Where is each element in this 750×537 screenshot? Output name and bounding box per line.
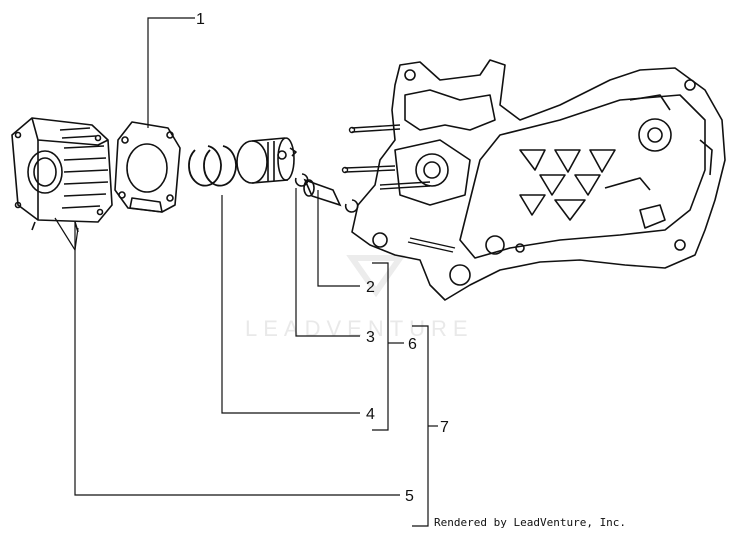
cylinder-studs bbox=[341, 124, 456, 253]
callout-6: 6 bbox=[408, 336, 417, 353]
callout-4: 4 bbox=[366, 406, 375, 423]
callout-7: 7 bbox=[440, 419, 449, 436]
callout-1: 1 bbox=[196, 11, 205, 28]
credit-text: Rendered by LeadVenture, Inc. bbox=[434, 516, 626, 529]
wrist-pin-and-clips bbox=[294, 173, 359, 213]
callouts: 1 2 3 4 5 6 7 bbox=[196, 11, 449, 505]
piston bbox=[236, 137, 297, 184]
callout-5: 5 bbox=[405, 488, 414, 505]
piston-rings bbox=[188, 145, 237, 187]
cylinder bbox=[11, 117, 113, 233]
base-gasket bbox=[114, 121, 181, 213]
callout-2: 2 bbox=[366, 279, 375, 296]
watermark: LEADVENTURE bbox=[245, 255, 474, 341]
svg-text:LEADVENTURE: LEADVENTURE bbox=[245, 316, 474, 341]
callout-3: 3 bbox=[366, 329, 375, 346]
crankcase bbox=[351, 59, 726, 301]
leader-lines bbox=[54, 17, 438, 527]
